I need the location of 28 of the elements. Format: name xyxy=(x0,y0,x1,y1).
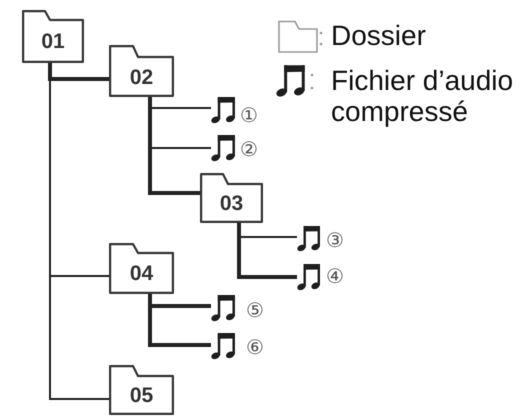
connector-line xyxy=(148,97,200,195)
track-number: ① xyxy=(240,105,258,125)
connector-line xyxy=(49,63,109,400)
connector-line xyxy=(48,63,109,81)
legend-label: Fichier d’audio compressé xyxy=(331,65,514,127)
connector-line xyxy=(237,223,297,279)
legend-label: Dossier xyxy=(331,20,426,51)
folder-shape xyxy=(109,243,174,294)
folder-shape xyxy=(109,365,174,415)
music-note-icon xyxy=(211,294,236,322)
music-note-icon xyxy=(211,134,236,162)
track-number: ⑥ xyxy=(246,337,264,357)
folder-number: 01 xyxy=(41,31,65,52)
folder-number: 03 xyxy=(220,193,244,214)
music-note-icon xyxy=(297,263,321,291)
music-note-icon xyxy=(211,96,236,124)
folder-number: 02 xyxy=(130,66,154,88)
track-number: ④ xyxy=(326,266,344,286)
folder-shape xyxy=(200,173,263,223)
folder-shape xyxy=(109,45,174,97)
folder-shape xyxy=(22,10,84,63)
music-note-icon xyxy=(297,225,321,252)
track-number: ② xyxy=(240,139,258,159)
folder-number: 04 xyxy=(130,263,154,284)
music-note-icon xyxy=(211,332,236,360)
folder-number: 05 xyxy=(130,385,154,406)
track-number: ⑤ xyxy=(246,300,264,320)
track-number: ③ xyxy=(326,230,344,250)
